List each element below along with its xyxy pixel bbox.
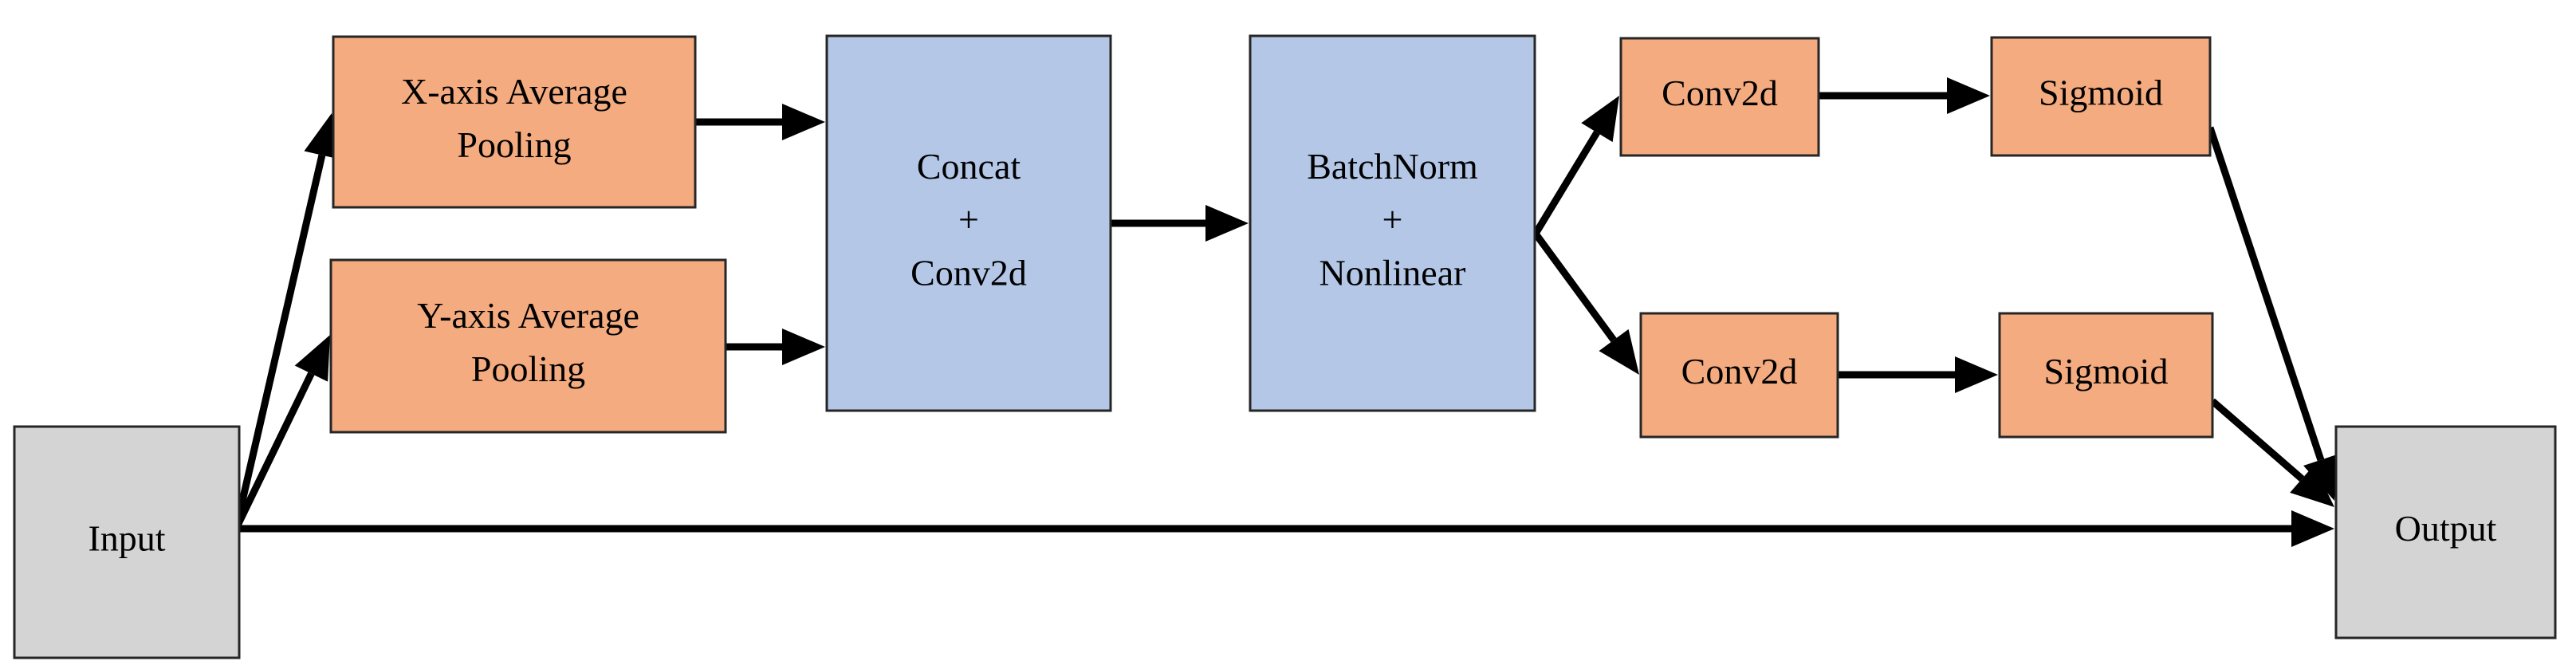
edge-input-to-output bbox=[236, 510, 2334, 547]
node-label-conv_top: Conv2d bbox=[1662, 73, 1778, 113]
edge-conv_bottom-to-sigmoid_bottom bbox=[1839, 356, 1998, 393]
arrowhead-icon bbox=[782, 104, 825, 140]
node-label-y_pool: Y-axis Average bbox=[417, 295, 639, 336]
node-label-conv_bottom: Conv2d bbox=[1681, 351, 1798, 392]
node-label-bn_nonlinear: Nonlinear bbox=[1319, 252, 1466, 293]
edge-shaft bbox=[2210, 398, 2305, 482]
node-box-sigmoid_top[interactable] bbox=[1990, 36, 2212, 157]
node-label-x_pool: Pooling bbox=[457, 124, 571, 165]
edge-sigmoid_top-to-output bbox=[2206, 126, 2338, 501]
edge-shaft bbox=[232, 154, 326, 530]
edge-y_pool-to-concat_conv bbox=[726, 329, 825, 365]
node-label-output: Output bbox=[2395, 508, 2497, 549]
edge-sigmoid_bottom-to-output bbox=[2210, 398, 2334, 507]
edge-layer bbox=[232, 77, 2338, 547]
node-label-bn_nonlinear: + bbox=[1382, 199, 1403, 240]
node-conv_bottom[interactable]: Conv2d bbox=[1639, 312, 1839, 439]
edge-input-to-x_pool bbox=[232, 113, 340, 530]
node-sigmoid_top[interactable]: Sigmoid bbox=[1990, 36, 2212, 157]
edge-input-to-y_pool bbox=[232, 335, 330, 530]
node-box-output[interactable] bbox=[2334, 425, 2557, 639]
arrowhead-icon bbox=[294, 335, 330, 382]
edge-bn_nonlinear-to-conv_top bbox=[1532, 96, 1619, 236]
node-box-bn_nonlinear[interactable] bbox=[1249, 34, 1536, 412]
arrowhead-icon bbox=[2291, 510, 2334, 547]
edge-x_pool-to-concat_conv bbox=[696, 104, 825, 140]
arrowhead-icon bbox=[1599, 329, 1639, 375]
node-conv_top[interactable]: Conv2d bbox=[1619, 37, 1820, 157]
node-label-sigmoid_top: Sigmoid bbox=[2039, 73, 2163, 113]
node-sigmoid_bottom[interactable]: Sigmoid bbox=[1998, 312, 2214, 439]
node-label-concat_conv: Conv2d bbox=[910, 252, 1027, 293]
node-label-concat_conv: + bbox=[958, 199, 979, 240]
arrowhead-icon bbox=[2303, 454, 2338, 501]
arrowhead-icon bbox=[1205, 205, 1249, 242]
node-box-y_pool[interactable] bbox=[329, 258, 727, 434]
node-bn_nonlinear[interactable]: BatchNorm + Nonlinear bbox=[1249, 34, 1536, 412]
node-label-y_pool: Pooling bbox=[471, 348, 585, 389]
edge-shaft bbox=[232, 372, 315, 530]
node-label-concat_conv: Concat bbox=[917, 146, 1021, 187]
edge-shaft bbox=[2206, 126, 2325, 462]
node-box-conv_top[interactable] bbox=[1619, 37, 1820, 157]
edge-bn_nonlinear-to-conv_bottom bbox=[1532, 231, 1639, 375]
arrowhead-icon bbox=[782, 329, 825, 365]
node-label-sigmoid_bottom: Sigmoid bbox=[2044, 351, 2169, 392]
node-box-input[interactable] bbox=[13, 425, 241, 659]
node-concat_conv[interactable]: Concat + Conv2d bbox=[825, 34, 1112, 412]
node-box-x_pool[interactable] bbox=[332, 35, 697, 209]
edge-conv_top-to-sigmoid_top bbox=[1819, 77, 1990, 114]
edge-shaft bbox=[1532, 130, 1600, 236]
node-input[interactable]: Input bbox=[13, 425, 241, 659]
arrowhead-icon bbox=[1955, 356, 1998, 393]
node-label-x_pool: X-axis Average bbox=[401, 71, 627, 112]
node-box-sigmoid_bottom[interactable] bbox=[1998, 312, 2214, 439]
node-label-bn_nonlinear: BatchNorm bbox=[1307, 146, 1478, 187]
node-label-input: Input bbox=[88, 518, 165, 559]
node-box-concat_conv[interactable] bbox=[825, 34, 1112, 412]
arrowhead-icon bbox=[2290, 465, 2334, 507]
edge-concat_conv-to-bn_nonlinear bbox=[1111, 205, 1249, 242]
arrowhead-icon bbox=[1947, 77, 1990, 114]
node-box-conv_bottom[interactable] bbox=[1639, 312, 1839, 439]
arrowhead-icon bbox=[1581, 96, 1619, 143]
node-output[interactable]: Output bbox=[2334, 425, 2557, 639]
arrowhead-icon bbox=[304, 113, 340, 159]
edge-shaft bbox=[1532, 231, 1617, 343]
